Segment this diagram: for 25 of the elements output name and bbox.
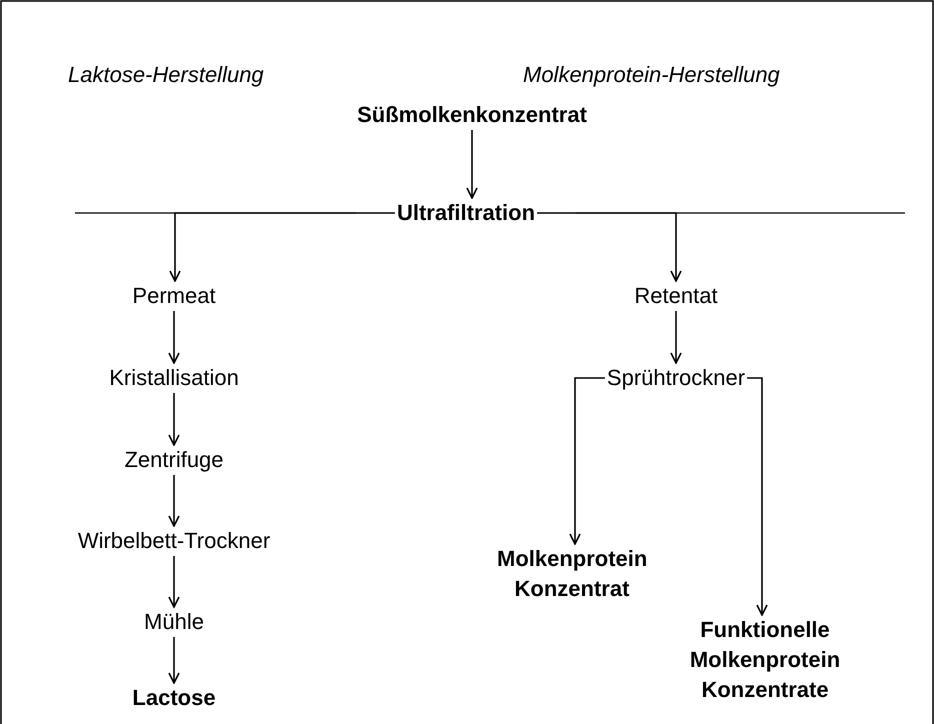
arrow: [168, 637, 180, 684]
section-heading: Laktose-Herstellung: [68, 62, 264, 88]
arrow: [168, 556, 180, 608]
step-label: Zentrifuge: [124, 446, 224, 474]
step-label: Retentat: [634, 282, 718, 310]
arrow: [466, 130, 478, 199]
step-label: Kristallisation: [109, 364, 239, 392]
step-label: Funktionelle Molkenprotein Konzentrate: [688, 616, 842, 704]
arrow: [747, 377, 768, 616]
step-label: Mühle: [144, 608, 204, 636]
arrow: [168, 311, 180, 364]
step-label: Permeat: [132, 282, 216, 310]
step-label: Süßmolkenkonzentrat: [357, 101, 587, 129]
arrow: [169, 212, 395, 282]
step-label: Molkenprotein Konzentrat: [497, 545, 647, 603]
step-label: Ultrafiltration: [396, 199, 536, 227]
arrow: [537, 212, 682, 282]
arrow: [670, 311, 682, 364]
arrow: [569, 377, 605, 545]
step-label: Lactose: [132, 684, 216, 712]
arrow: [168, 475, 180, 527]
section-heading: Molkenprotein-Herstellung: [523, 62, 780, 88]
arrow: [168, 393, 180, 446]
step-label: Sprühtrockner: [606, 364, 746, 392]
step-label: Wirbelbett-Trockner: [78, 527, 270, 555]
